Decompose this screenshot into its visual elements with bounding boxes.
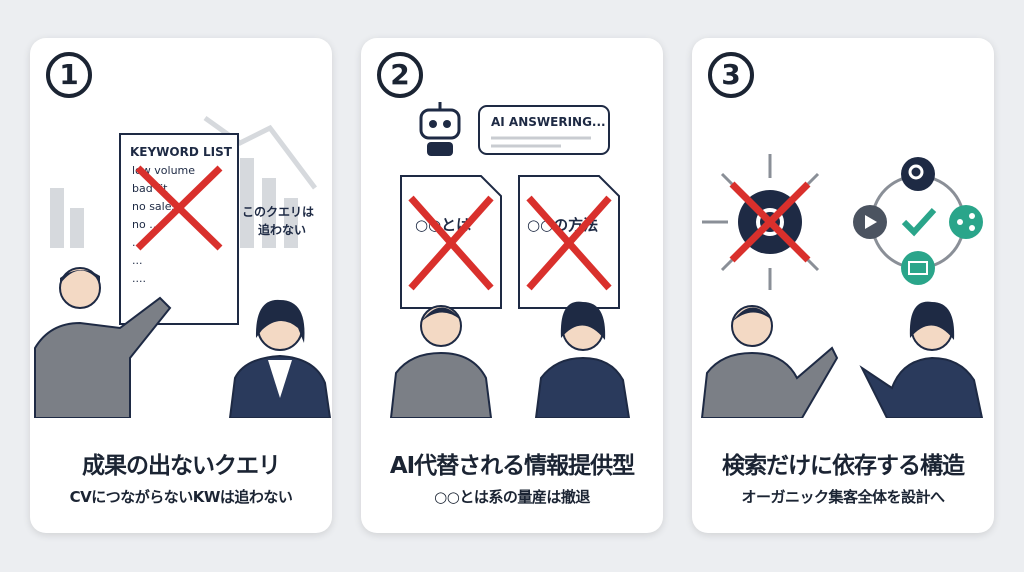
document-2: ○○の方法: [518, 175, 620, 309]
bubble-text: AI ANSWERING...: [491, 115, 606, 129]
keyword-list-paper: [119, 133, 239, 325]
step-number: 3: [708, 52, 754, 98]
panel-subtitle: オーガニック集客全体を設計へ: [741, 488, 945, 506]
panel-subtitle: ○○とは系の量産は撤退: [434, 488, 590, 506]
speech-text: 追わない: [258, 222, 306, 237]
search-icon: [901, 157, 935, 191]
speech-text: このクエリは: [242, 205, 314, 219]
share-icon: [949, 205, 983, 239]
keyword-list-heading: KEYWORD LIST: [130, 145, 233, 159]
keyword-item: ...: [132, 236, 143, 249]
step-number: 2: [377, 52, 423, 98]
robot-icon: [419, 102, 461, 156]
cross-mark-icon: [526, 195, 612, 291]
man-person: [389, 305, 493, 418]
woman-person: [534, 301, 631, 418]
keyword-item: no ...: [132, 218, 160, 231]
panel-title: 成果の出ないクエリ: [82, 453, 281, 479]
step-number: 1: [46, 52, 92, 98]
panel-title: 検索だけに依存する構造: [722, 453, 965, 479]
check-icon: [901, 207, 937, 237]
man-person: [34, 267, 172, 418]
search-target-icon: [702, 154, 820, 290]
illustration-channels: [700, 154, 984, 418]
speech-bubble: [478, 105, 610, 155]
cross-mark-icon: [135, 165, 223, 251]
woman-person: [228, 299, 332, 418]
man-person: [700, 305, 839, 418]
keyword-item: no sales: [132, 200, 177, 213]
cross-mark-icon: [408, 195, 494, 291]
cross-mark-icon: [729, 181, 811, 263]
document-1: ○○とは: [400, 175, 502, 309]
declining-chart-icon: [50, 115, 317, 248]
panel-2: 2 AI ANSWERING... ○○とは ○○の方法 AI代替される情報提供…: [361, 38, 663, 533]
illustration-ai-replacement: AI ANSWERING... ○○とは ○○の方法: [389, 102, 631, 418]
keyword-item: ....: [132, 272, 146, 285]
panel-title: AI代替される情報提供型: [389, 453, 635, 479]
mail-icon: [901, 251, 935, 285]
illustration-keyword-list: KEYWORD LIST low volume bad fit no sales…: [34, 115, 332, 418]
keyword-item: ...: [132, 254, 143, 267]
panel-1: 1 KEYWORD LIST low volume bad fit no sal…: [30, 38, 332, 533]
woman-person: [859, 301, 984, 418]
panel-3: 3 検索だけに依存する構造 オーガニック集客全体を設計へ: [692, 38, 994, 533]
panel-subtitle: CVにつながらないKWは追わない: [69, 488, 293, 506]
